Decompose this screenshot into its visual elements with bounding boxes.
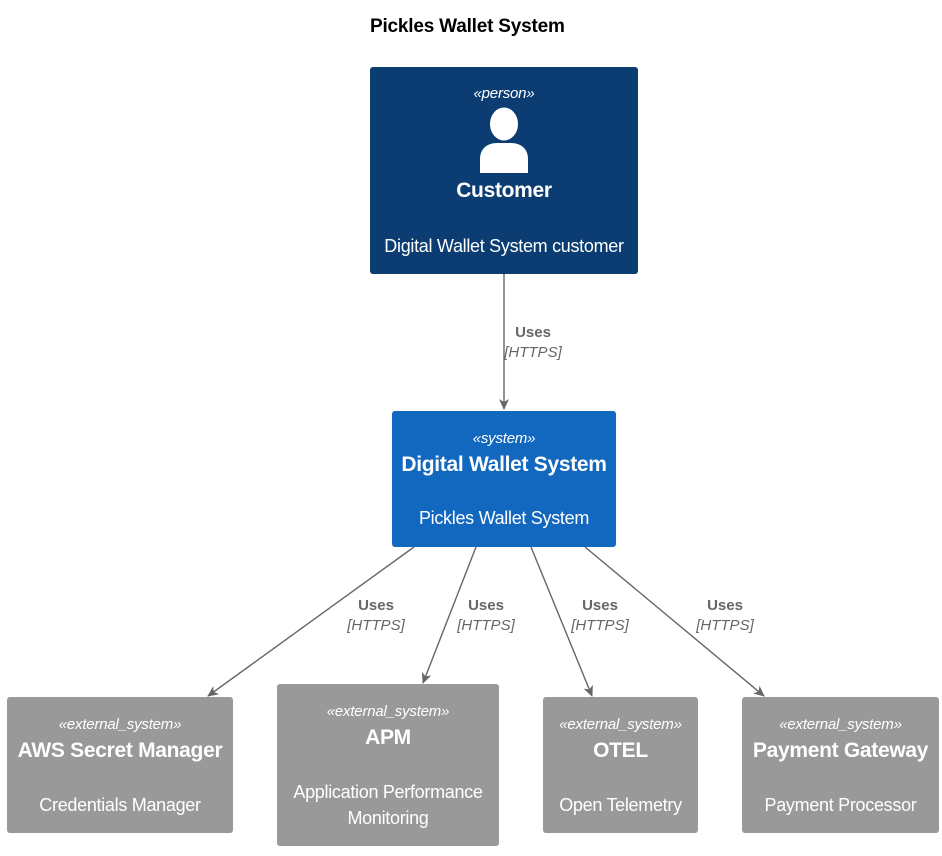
edge-label-dws-aws: Uses [HTTPS] — [331, 596, 421, 636]
node-name: OTEL — [593, 739, 648, 762]
edge-dws-to-pg[interactable] — [584, 546, 765, 697]
node-stereotype: «external_system» — [559, 716, 682, 733]
edge-relation: Uses — [468, 597, 504, 614]
node-description: Payment Processor — [764, 795, 917, 815]
node-stereotype: «system» — [472, 430, 536, 447]
payment-gateway-node[interactable]: «external_system» Payment Gateway Paymen… — [742, 697, 939, 833]
edge-technology: [HTTPS] — [504, 344, 562, 361]
customer-person-node[interactable]: «person» Customer Digital Wallet System … — [370, 67, 638, 274]
edge-label-dws-otel: Uses [HTTPS] — [555, 596, 645, 636]
otel-node[interactable]: «external_system» OTEL Open Telemetry — [543, 697, 698, 833]
node-description: Digital Wallet System customer — [384, 236, 624, 256]
edge-relation: Uses — [515, 324, 551, 341]
digital-wallet-system-node[interactable]: «system» Digital Wallet System Pickles W… — [392, 411, 616, 547]
edge-relation: Uses — [707, 597, 743, 614]
node-description-line: Monitoring — [347, 808, 429, 828]
diagram-title: Pickles Wallet System — [370, 16, 565, 37]
edge-dws-to-aws[interactable] — [207, 546, 415, 697]
node-stereotype: «external_system» — [58, 716, 182, 733]
edge-relation: Uses — [358, 597, 394, 614]
edge-relation: Uses — [582, 597, 618, 614]
edge-technology: [HTTPS] — [457, 617, 515, 634]
node-stereotype: «external_system» — [779, 716, 902, 733]
edge-technology: [HTTPS] — [696, 617, 754, 634]
node-description: Application Performance Monitoring — [281, 779, 495, 831]
node-description: Credentials Manager — [39, 795, 201, 815]
edge-label-customer-dws: Uses [HTTPS] — [488, 323, 578, 363]
edge-technology: [HTTPS] — [347, 617, 405, 634]
person-icon — [480, 107, 528, 173]
edge-label-dws-pg: Uses [HTTPS] — [680, 596, 770, 636]
node-description: Pickles Wallet System — [418, 508, 590, 528]
node-name: AWS Secret Manager — [17, 739, 223, 762]
node-stereotype: «external_system» — [326, 703, 450, 720]
edge-dws-to-apm[interactable] — [421, 546, 477, 684]
aws-secret-manager-node[interactable]: «external_system» AWS Secret Manager Cre… — [7, 697, 233, 833]
edge-technology: [HTTPS] — [571, 617, 629, 634]
node-name: Digital Wallet System — [401, 453, 607, 476]
edge-label-dws-apm: Uses [HTTPS] — [441, 596, 531, 636]
node-name: APM — [365, 726, 411, 749]
node-description: Open Telemetry — [559, 795, 682, 815]
node-description-line: Application Performance — [293, 782, 483, 802]
node-stereotype: «person» — [473, 85, 535, 102]
edge-dws-to-otel[interactable] — [530, 546, 593, 697]
node-name: Payment Gateway — [752, 739, 929, 762]
node-name: Customer — [456, 179, 552, 202]
apm-node[interactable]: «external_system» APM Application Perfor… — [277, 684, 499, 846]
